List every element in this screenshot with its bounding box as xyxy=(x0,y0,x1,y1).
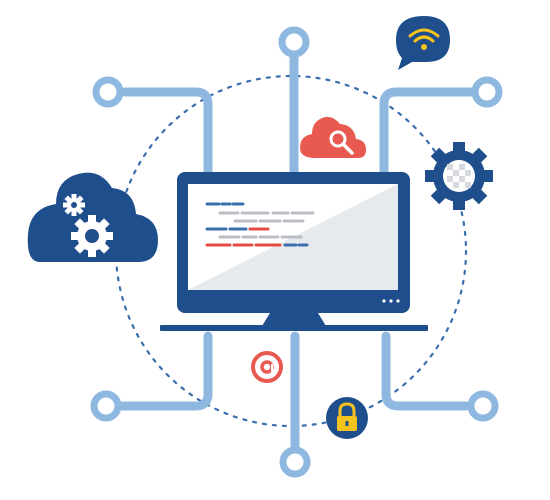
code-lines xyxy=(205,202,315,247)
node-top-left xyxy=(92,76,124,108)
padlock-icon xyxy=(326,397,368,439)
node-top-center xyxy=(278,26,310,58)
endpoint-nodes xyxy=(90,26,503,478)
connector-lines xyxy=(117,47,477,451)
node-bottom-left xyxy=(90,390,122,422)
line-top-left xyxy=(119,87,213,181)
node-bottom-right xyxy=(467,390,499,422)
line-top-right xyxy=(379,87,477,181)
line-bottom-right xyxy=(381,331,471,411)
node-bottom-center xyxy=(279,446,311,478)
monitor-icon xyxy=(160,172,428,331)
wifi-chat-icon xyxy=(396,16,450,70)
monitor-stand-base xyxy=(160,325,428,331)
line-bottom-left xyxy=(117,331,213,411)
cloud-gears-icon xyxy=(27,172,158,262)
gear-icon xyxy=(425,142,493,210)
at-sign-icon xyxy=(251,351,283,383)
cloud-search-icon xyxy=(300,116,366,158)
monitor-indicator-dots xyxy=(382,299,400,303)
monitor-stand-neck xyxy=(262,313,326,326)
node-top-right xyxy=(471,76,503,108)
